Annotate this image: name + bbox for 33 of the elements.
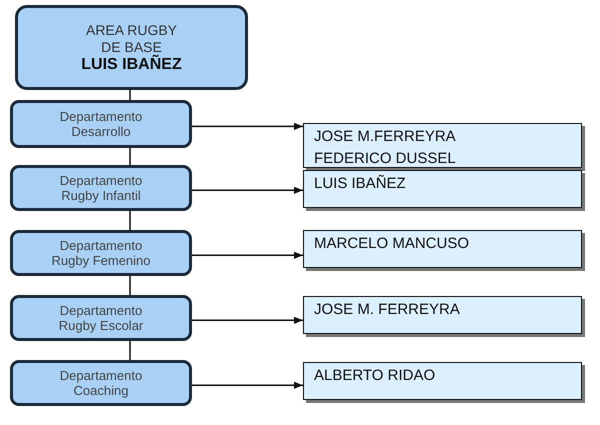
department-label: Departamento Rugby Escolar <box>58 303 144 333</box>
department-box <box>10 230 192 276</box>
department-box <box>10 100 192 148</box>
person-name: ALBERTO RIDAO <box>314 366 436 386</box>
name-box <box>303 362 582 400</box>
department-label: Departamento Rugby Femenino <box>50 238 152 268</box>
name-box <box>303 296 582 334</box>
arrow <box>192 316 303 324</box>
department-box <box>10 165 192 211</box>
department-label: Departamento Rugby Infantil <box>58 173 144 203</box>
department-box <box>10 360 192 406</box>
connector-line <box>129 341 131 360</box>
arrow <box>192 186 303 194</box>
name-box <box>303 123 582 168</box>
name-box <box>303 170 582 208</box>
department-label: Departamento Coaching <box>58 368 144 398</box>
connector-line <box>129 276 131 295</box>
name-box <box>303 230 582 268</box>
connector-line <box>129 90 131 100</box>
person-name: JOSE M. FERREYRA <box>314 300 460 320</box>
header-title: AREA RUGBY DE BASE <box>84 22 178 54</box>
person-name: LUIS IBAÑEZ <box>314 174 406 194</box>
connector-line <box>129 211 131 230</box>
person-name: MARCELO MANCUSO <box>314 234 470 254</box>
department-box <box>10 295 192 341</box>
arrow <box>192 252 303 259</box>
header-name: LUIS IBAÑEZ <box>81 56 182 74</box>
person-name: JOSE M.FERREYRA FEDERICO DUSSEL <box>314 127 457 169</box>
connector-line <box>129 148 131 165</box>
department-label: Departamento Desarrollo <box>58 109 144 139</box>
arrow <box>192 382 303 389</box>
arrow <box>192 122 303 130</box>
header-box <box>15 5 248 90</box>
